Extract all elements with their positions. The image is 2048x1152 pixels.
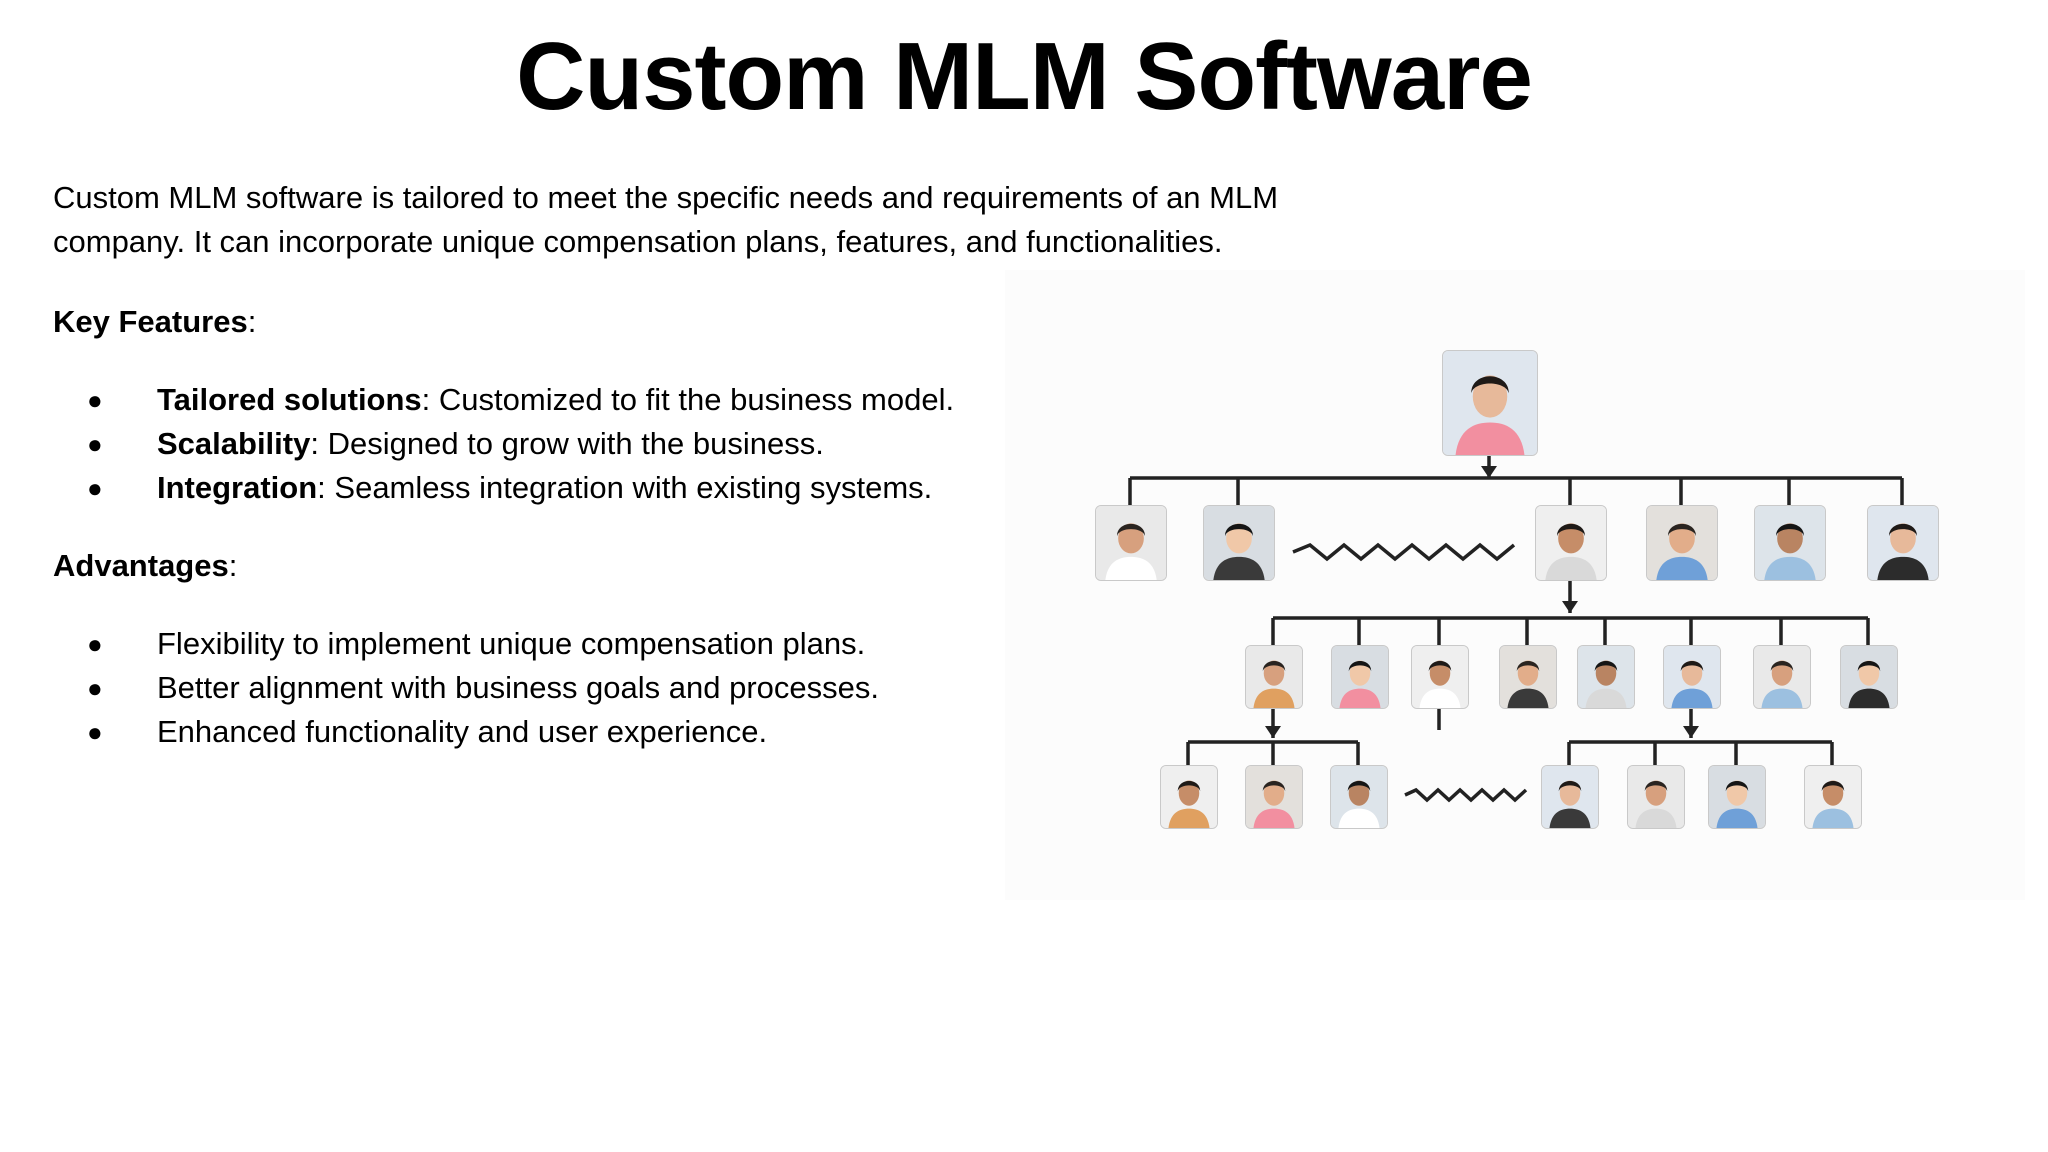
person-avatar-icon xyxy=(1332,646,1388,708)
person-photo xyxy=(1753,645,1811,709)
bullet: ● xyxy=(87,629,103,659)
key-features-heading-text: Key Features xyxy=(53,304,248,339)
person-avatar-icon xyxy=(1443,351,1537,455)
person-photo xyxy=(1627,765,1685,829)
feature-term: Scalability xyxy=(157,426,311,461)
arrow-head xyxy=(1481,466,1497,478)
ellipsis-zigzag xyxy=(1404,787,1528,803)
advantages-colon: : xyxy=(228,548,238,583)
person-avatar-icon xyxy=(1161,766,1217,828)
advantages-heading-text: Advantages xyxy=(53,548,229,583)
advantage-text: Enhanced functionality and user experien… xyxy=(157,714,768,749)
bullet: ● xyxy=(87,717,103,747)
feature-desc: : Customized to fit the business model. xyxy=(421,382,955,417)
feature-desc: : Designed to grow with the business. xyxy=(310,426,824,461)
person-photo xyxy=(1663,645,1721,709)
person-avatar-icon xyxy=(1246,646,1302,708)
intro-paragraph: Custom MLM software is tailored to meet … xyxy=(53,180,1279,259)
person-photo xyxy=(1160,765,1218,829)
person-avatar-icon xyxy=(1754,646,1810,708)
person-photo xyxy=(1577,645,1635,709)
org-chart-diagram xyxy=(1005,270,2025,900)
ellipsis-zigzag xyxy=(1292,542,1516,562)
list-item: ● Better alignment with business goals an… xyxy=(53,666,1053,710)
arrow-head xyxy=(1265,726,1281,738)
person-avatar-icon xyxy=(1204,506,1274,580)
list-item: ● Scalability: Designed to grow with the … xyxy=(53,422,1053,466)
person-photo xyxy=(1095,505,1167,581)
advantage-text: Flexibility to implement unique compensa… xyxy=(157,626,866,661)
person-photo xyxy=(1840,645,1898,709)
person-avatar-icon xyxy=(1536,506,1606,580)
slide-title: Custom MLM Software xyxy=(516,23,1533,130)
person-photo xyxy=(1330,765,1388,829)
person-avatar-icon xyxy=(1096,506,1166,580)
person-photo xyxy=(1411,645,1469,709)
person-avatar-icon xyxy=(1868,506,1938,580)
person-photo xyxy=(1754,505,1826,581)
person-avatar-icon xyxy=(1841,646,1897,708)
person-avatar-icon xyxy=(1755,506,1825,580)
person-photo xyxy=(1541,765,1599,829)
list-item: ● Tailored solutions: Customized to fit t… xyxy=(53,378,1053,422)
advantage-text: Better alignment with business goals and… xyxy=(157,670,880,705)
list-item: ● Enhanced functionality and user experie… xyxy=(53,710,1053,754)
person-photo xyxy=(1867,505,1939,581)
person-avatar-icon xyxy=(1664,646,1720,708)
arrow-head xyxy=(1683,726,1699,738)
bullet: ● xyxy=(87,473,103,503)
person-photo xyxy=(1245,765,1303,829)
person-photo xyxy=(1804,765,1862,829)
person-photo xyxy=(1245,645,1303,709)
bullet: ● xyxy=(87,385,103,415)
person-photo xyxy=(1535,505,1607,581)
person-photo xyxy=(1331,645,1389,709)
person-photo xyxy=(1442,350,1538,456)
person-avatar-icon xyxy=(1647,506,1717,580)
person-photo xyxy=(1646,505,1718,581)
bullet: ● xyxy=(87,673,103,703)
person-avatar-icon xyxy=(1500,646,1556,708)
person-avatar-icon xyxy=(1246,766,1302,828)
person-avatar-icon xyxy=(1331,766,1387,828)
key-features-colon: : xyxy=(247,304,257,339)
list-item: ● Flexibility to implement unique compens… xyxy=(53,622,1053,666)
person-avatar-icon xyxy=(1628,766,1684,828)
list-item: ● Integration: Seamless integration with … xyxy=(53,466,1053,510)
key-features-list: ● Tailored solutions: Customized to fit t… xyxy=(53,378,1053,510)
advantages-list: ● Flexibility to implement unique compens… xyxy=(53,622,1053,754)
person-avatar-icon xyxy=(1542,766,1598,828)
feature-term: Tailored solutions xyxy=(157,382,422,417)
person-avatar-icon xyxy=(1709,766,1765,828)
key-features-heading: Key Features: xyxy=(53,300,256,344)
feature-desc: : Seamless integration with existing sys… xyxy=(317,470,933,505)
person-photo xyxy=(1499,645,1557,709)
advantages-heading: Advantages: xyxy=(53,544,237,588)
person-avatar-icon xyxy=(1805,766,1861,828)
arrow-head xyxy=(1562,601,1578,613)
person-photo xyxy=(1203,505,1275,581)
person-avatar-icon xyxy=(1578,646,1634,708)
person-photo xyxy=(1708,765,1766,829)
feature-term: Integration xyxy=(157,470,318,505)
org-chart-connectors xyxy=(1128,454,1904,803)
bullet: ● xyxy=(87,429,103,459)
person-avatar-icon xyxy=(1412,646,1468,708)
